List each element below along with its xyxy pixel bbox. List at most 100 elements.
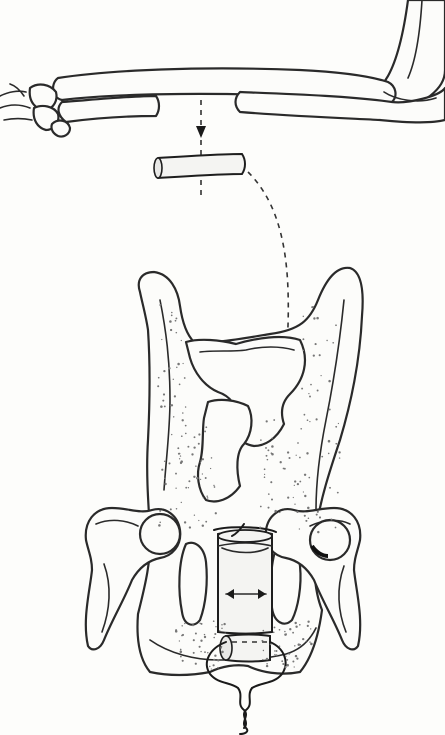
stipple-dot [317, 511, 319, 513]
stipple-dot [206, 495, 207, 496]
stipple-dot [185, 406, 187, 408]
stipple-dot [279, 645, 281, 647]
stipple-dot [171, 312, 173, 314]
stipple-dot [296, 455, 297, 456]
stipple-dot [310, 643, 313, 646]
stipple-dot [294, 645, 295, 646]
stipple-dot [304, 495, 306, 497]
stipple-dot [213, 664, 215, 666]
stipple-dot [221, 628, 222, 629]
stipple-dot [270, 644, 272, 646]
stipple-dot [299, 481, 301, 483]
radius-left-segment [59, 96, 159, 122]
stipple-dot [287, 497, 289, 499]
stipple-dot [263, 650, 264, 651]
stipple-dot [274, 650, 275, 651]
stipple-dot [182, 363, 183, 364]
stipple-dot [162, 400, 164, 402]
stipple-dot [215, 626, 216, 627]
stipple-dot [204, 636, 206, 638]
stipple-dot [308, 477, 310, 479]
stipple-dot [188, 487, 189, 488]
stipple-dot [308, 518, 310, 520]
stipple-dot [159, 510, 161, 512]
stipple-dot [335, 324, 337, 326]
stipple-dot [294, 622, 296, 624]
stipple-dot [164, 483, 166, 485]
stipple-dot [213, 659, 215, 661]
stipple-dot [304, 414, 306, 416]
stipple-dot [169, 320, 172, 323]
stipple-dot [173, 379, 174, 380]
stipple-dot [170, 329, 172, 331]
stipple-dot [215, 512, 217, 514]
stipple-dot [276, 650, 278, 652]
stipple-dot [285, 656, 287, 658]
stipple-dot [168, 462, 170, 464]
stipple-dot [181, 502, 182, 503]
stipple-dot [307, 507, 310, 510]
stipple-dot [319, 516, 321, 518]
stipple-dot [299, 457, 301, 459]
stipple-dot [329, 409, 331, 411]
stipple-dot [320, 375, 321, 376]
stipple-dot [298, 643, 301, 646]
stipple-dot [268, 493, 270, 495]
stipple-dot [175, 317, 177, 319]
stipple-dot [279, 629, 281, 631]
stipple-dot [221, 651, 224, 654]
stipple-dot [293, 497, 294, 498]
stipple-dot [304, 515, 306, 517]
stipple-dot [182, 660, 184, 662]
stipple-dot [204, 430, 206, 432]
stipple-dot [332, 342, 334, 344]
stipple-dot [319, 354, 321, 356]
stipple-dot [202, 524, 204, 526]
stipple-dot [205, 426, 207, 428]
stipple-dot [200, 640, 202, 642]
stipple-dot [179, 640, 180, 641]
stipple-dot [180, 651, 183, 654]
stipple-dot [276, 654, 278, 656]
stipple-dot [174, 395, 176, 397]
stipple-dot [315, 343, 317, 345]
stipple-dot [263, 630, 265, 632]
stipple-dot [294, 485, 295, 486]
stipple-dot [200, 623, 202, 625]
stipple-dot [223, 623, 225, 625]
stipple-dot [193, 476, 195, 478]
stipple-dot [189, 526, 191, 528]
limb-bone-donor [0, 0, 445, 137]
stipple-dot [170, 405, 172, 407]
stipple-dot [158, 377, 160, 379]
stipple-dot [310, 384, 312, 386]
stipple-dot [338, 423, 339, 424]
harvest-arrow [196, 100, 206, 196]
stipple-dot [195, 632, 197, 634]
stipple-dot [214, 486, 216, 488]
stipple-dot [185, 487, 187, 489]
stipple-dot [217, 667, 219, 669]
stipple-dot [268, 507, 270, 509]
stipple-dot [170, 508, 172, 510]
stipple-dot [191, 453, 193, 455]
stipple-dot [267, 459, 269, 461]
stipple-dot [313, 306, 314, 307]
stipple-dot [203, 497, 204, 498]
stipple-dot [296, 657, 298, 659]
harvested-graft [154, 154, 245, 178]
stipple-dot [176, 332, 178, 334]
stipple-dot [274, 626, 276, 628]
stipple-dot [195, 465, 197, 467]
stipple-dot [271, 498, 273, 500]
stipple-dot [307, 419, 309, 421]
stipple-dot [270, 481, 272, 483]
stipple-dot [180, 460, 183, 463]
stipple-dot [308, 393, 309, 394]
stipple-dot [204, 634, 205, 635]
stipple-dot [310, 628, 311, 629]
stipple-dot [176, 367, 177, 368]
stipple-dot [316, 317, 319, 320]
